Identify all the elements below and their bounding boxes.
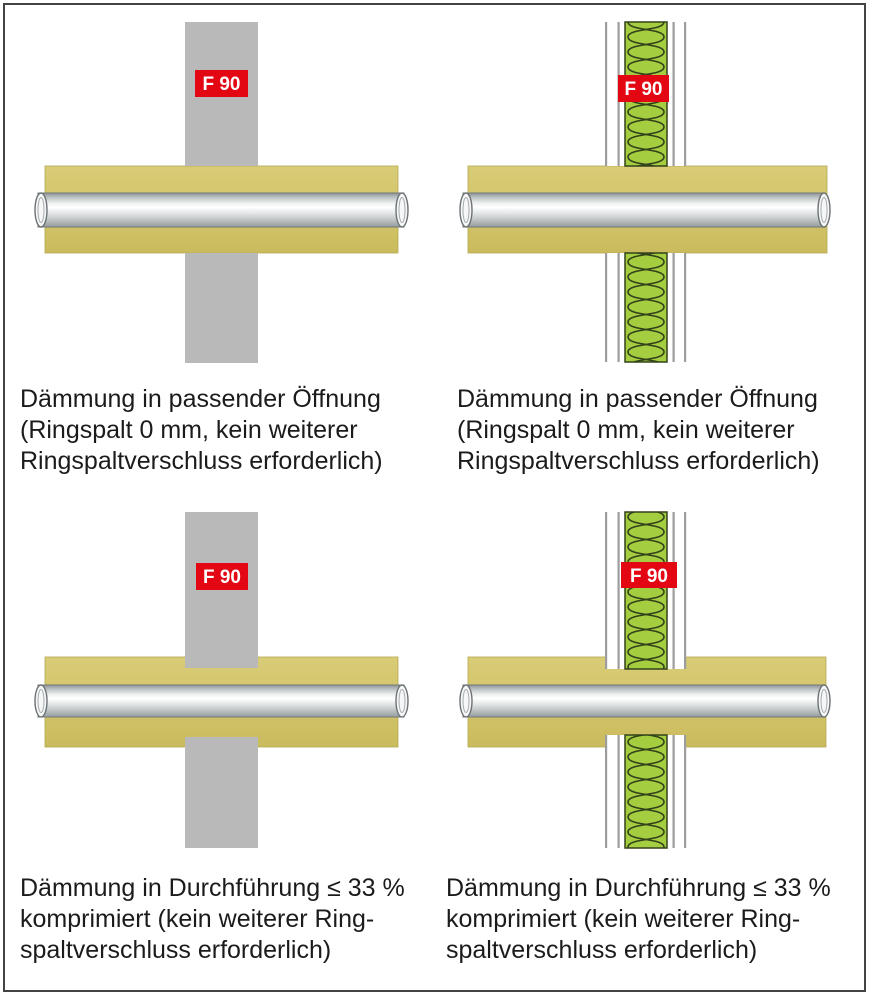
f90-badge: F 90 — [621, 562, 677, 588]
f90-badge: F 90 — [195, 70, 248, 97]
board-line — [684, 253, 687, 362]
caption-line: Ringspaltverschluss erforderlich) — [20, 447, 383, 475]
f90-badge: F 90 — [618, 75, 669, 102]
board-line — [605, 22, 608, 166]
caption-line: Dämmung in Durchführung ≤ 33 % — [446, 874, 831, 902]
board-line — [617, 253, 620, 362]
board-line — [672, 735, 675, 848]
caption-line: Dämmung in Durchführung ≤ 33 % — [20, 874, 405, 902]
pipe-end-left — [34, 192, 48, 228]
partition-wall-upper — [605, 511, 687, 670]
pipe-end-left — [459, 684, 473, 718]
pipe-end-right — [817, 684, 831, 718]
f90-badge-label: F 90 — [630, 566, 668, 587]
caption-bottom-left: Dämmung in Durchführung ≤ 33 % komprimie… — [20, 873, 440, 966]
pipe-end-right — [395, 684, 409, 718]
board-line — [605, 253, 608, 362]
panel-bottom-left-solid-wall: F 90 — [34, 512, 409, 848]
caption-line: Dämmung in passender Öffnung — [20, 385, 381, 413]
board-line — [617, 512, 620, 669]
board-line — [684, 735, 687, 848]
board-line — [684, 22, 687, 166]
pipe-end-right — [395, 192, 409, 228]
f90-badge-label: F 90 — [202, 74, 240, 95]
board-line — [684, 512, 687, 669]
caption-line: (Ringspalt 0 mm, kein weiterer — [20, 416, 358, 444]
caption-bottom-right: Dämmung in Durchführung ≤ 33 % komprimie… — [446, 873, 866, 966]
pipe — [34, 684, 409, 718]
caption-line: (Ringspalt 0 mm, kein weiterer — [457, 416, 795, 444]
pipe — [459, 684, 831, 718]
mineral-wool-core — [624, 252, 668, 363]
pipe-end-left — [459, 192, 473, 228]
pipe-end-right — [817, 192, 831, 228]
board-line — [672, 253, 675, 362]
board-line — [617, 735, 620, 848]
caption-line: spaltverschluss erforderlich) — [20, 936, 332, 964]
caption-line: komprimiert (kein weiterer Ring- — [20, 905, 375, 933]
solid-wall-lower — [185, 253, 258, 363]
caption-line: komprimiert (kein weiterer Ring- — [446, 905, 801, 933]
pipe — [459, 192, 831, 228]
board-line — [672, 512, 675, 669]
mineral-wool-core — [624, 734, 668, 849]
caption-line: Ringspaltverschluss erforderlich) — [457, 447, 820, 475]
solid-wall-lower — [185, 737, 258, 848]
f90-badge: F 90 — [196, 563, 248, 590]
panel-top-left-solid-wall: F 90 — [34, 22, 409, 363]
panel-bottom-right-partition-wall: F 90 — [459, 511, 831, 849]
f90-badge-label: F 90 — [203, 567, 241, 588]
board-line — [605, 512, 608, 669]
caption-top-right: Dämmung in passender Öffnung (Ringspalt … — [457, 384, 872, 477]
partition-wall-lower — [605, 734, 687, 849]
board-line — [672, 22, 675, 166]
pipe — [34, 192, 409, 228]
caption-line: Dämmung in passender Öffnung — [457, 385, 818, 413]
caption-line: spaltverschluss erforderlich) — [446, 936, 758, 964]
board-line — [605, 735, 608, 848]
partition-wall-lower — [605, 252, 687, 363]
panel-top-right-partition-wall: F 90 — [459, 21, 831, 363]
caption-top-left: Dämmung in passender Öffnung (Ringspalt … — [20, 384, 440, 477]
pipe-end-left — [34, 684, 48, 718]
mineral-wool-core — [624, 511, 668, 670]
f90-badge-label: F 90 — [624, 79, 662, 100]
